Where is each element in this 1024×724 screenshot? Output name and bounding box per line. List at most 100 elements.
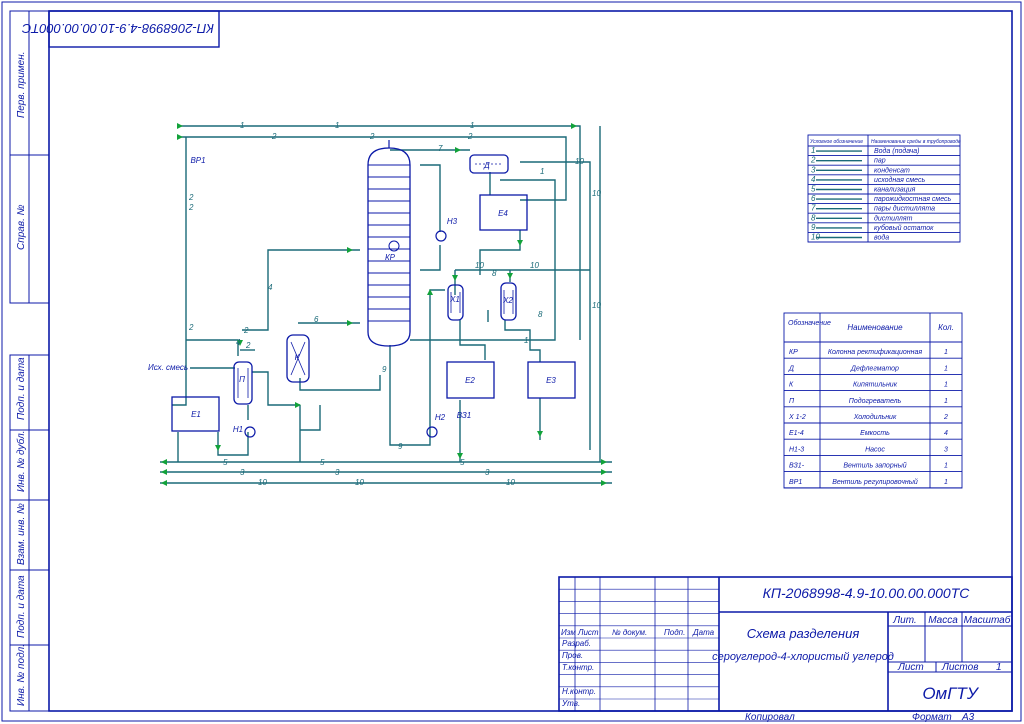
line-number: 10 <box>506 478 515 487</box>
equipment-label: Е1 <box>191 410 201 419</box>
preheater-p <box>233 361 253 405</box>
label-list: Лист <box>897 662 924 673</box>
label-masshtab: Масштаб <box>964 614 1011 626</box>
line-number: 10 <box>355 478 364 487</box>
line-number: 2 <box>188 323 194 332</box>
pump-h1 <box>244 426 256 438</box>
line-number: 1 <box>335 121 339 130</box>
top-code-box <box>48 10 220 48</box>
equipment-label: Д <box>483 161 490 170</box>
equipment-label: КР <box>385 253 396 262</box>
line-number: 2 <box>188 193 194 202</box>
eq-code: П <box>789 398 795 405</box>
eq-qty: 1 <box>944 398 948 405</box>
eq-qty: 1 <box>944 349 948 356</box>
flow-arrow <box>601 469 607 475</box>
eq-qty: 1 <box>944 365 948 372</box>
boiler-k <box>286 334 310 383</box>
line-number: 3 <box>485 468 490 477</box>
equipment-label: Исх. смесь <box>148 363 188 372</box>
title-doc-code: КП-2068998-4.9-10.00.00.000ТС <box>763 585 971 601</box>
side-label-podp-data-2: Подп. и дата <box>16 575 27 638</box>
legend-code: 10 <box>811 233 820 242</box>
line-number: 10 <box>530 261 539 270</box>
deflegmator-d <box>469 154 509 174</box>
flow-arrow <box>177 123 183 129</box>
eq-name: Вентиль запорный <box>843 462 906 470</box>
eq-code: К <box>789 382 794 389</box>
column-instrument <box>388 240 400 252</box>
legend-name: кубовый остаток <box>874 224 934 232</box>
title-line-2: сероуглерод-4-хлористый углерод <box>712 651 894 663</box>
flow-arrow <box>295 402 301 408</box>
line-number: 4 <box>236 338 241 347</box>
tb-row-label: Пров. <box>562 651 583 660</box>
legend-name: пары дистиллята <box>874 205 935 213</box>
eq-header-code: Обозначение <box>788 319 831 327</box>
line-number: 1 <box>470 121 474 130</box>
legend-code: 5 <box>811 185 816 194</box>
flow-arrow <box>517 240 523 246</box>
label-listov: Листов <box>941 662 978 673</box>
legend-code: 4 <box>811 175 816 184</box>
legend-name: канализация <box>874 187 916 194</box>
line-number: 9 <box>382 365 387 374</box>
equipment-label: Е4 <box>498 209 508 218</box>
legend-name: конденсат <box>874 166 910 174</box>
legend-header-name: Наименование среды в трубопроводе <box>871 139 961 145</box>
legend-code: 1 <box>811 146 815 155</box>
flow-arrow <box>571 123 577 129</box>
line-number: 10 <box>475 261 484 270</box>
eq-name: Колонна ректификационная <box>828 349 922 356</box>
tb-row-label: Н.контр. <box>562 687 596 696</box>
equipment-label: ВЗ1 <box>457 411 472 420</box>
line-number: 2 <box>271 132 277 141</box>
equipment-label: Н1 <box>233 425 243 434</box>
inner-frame <box>48 10 1013 712</box>
line-number: 2 <box>188 203 194 212</box>
eq-qty: 1 <box>944 382 948 389</box>
eq-code: Е1-4 <box>789 430 804 437</box>
flow-arrow <box>347 247 353 253</box>
footer-format: Формат <box>912 712 952 723</box>
eq-qty: 4 <box>944 430 948 437</box>
flow-arrow <box>161 469 167 475</box>
eq-name: Емкость <box>860 430 890 437</box>
line-number: 1 <box>540 167 544 176</box>
flow-arrow <box>601 480 607 486</box>
eq-code: Д <box>788 365 794 372</box>
flow-arrow <box>215 445 221 451</box>
eq-qty: 3 <box>944 446 948 453</box>
tb-header-label: Подп. <box>664 628 685 637</box>
equipment-label: ВР1 <box>190 156 205 165</box>
pump-h3 <box>435 230 447 242</box>
tb-row-label: Утв. <box>561 699 580 708</box>
eq-qty: 2 <box>943 414 948 421</box>
flow-arrow <box>347 320 353 326</box>
line-number: 4 <box>268 283 273 292</box>
side-label-vzam-inv: Взам. инв. № <box>16 503 27 565</box>
line-number: 2 <box>245 341 251 350</box>
eq-qty: 1 <box>944 479 948 486</box>
line-number: 7 <box>438 144 443 153</box>
line-number: 9 <box>398 442 403 451</box>
equipment-label: Е3 <box>546 376 556 385</box>
side-label-inv-podl: Инв. № подл. <box>16 644 27 706</box>
line-number: 10 <box>592 189 601 198</box>
line-number: 10 <box>258 478 267 487</box>
legend-code: 6 <box>811 194 816 203</box>
top-code-text: КП-2068998-4.9-10.00.00.000ТС <box>21 21 214 36</box>
legend-name: парожидкостная смесь <box>874 195 952 203</box>
equipment-label: Н3 <box>447 217 458 226</box>
line-number: 5 <box>223 458 228 467</box>
legend-name: исходная смесь <box>874 176 925 184</box>
cooler-x2 <box>500 282 517 321</box>
tank-e3 <box>527 361 576 399</box>
cooler-x1 <box>447 284 464 321</box>
line-number: 2 <box>369 132 375 141</box>
legend-name: пар <box>874 158 886 165</box>
side-label-sprav-no: Справ. № <box>16 204 27 250</box>
tank-e4 <box>479 194 528 231</box>
equipment-label: Н2 <box>435 413 446 422</box>
